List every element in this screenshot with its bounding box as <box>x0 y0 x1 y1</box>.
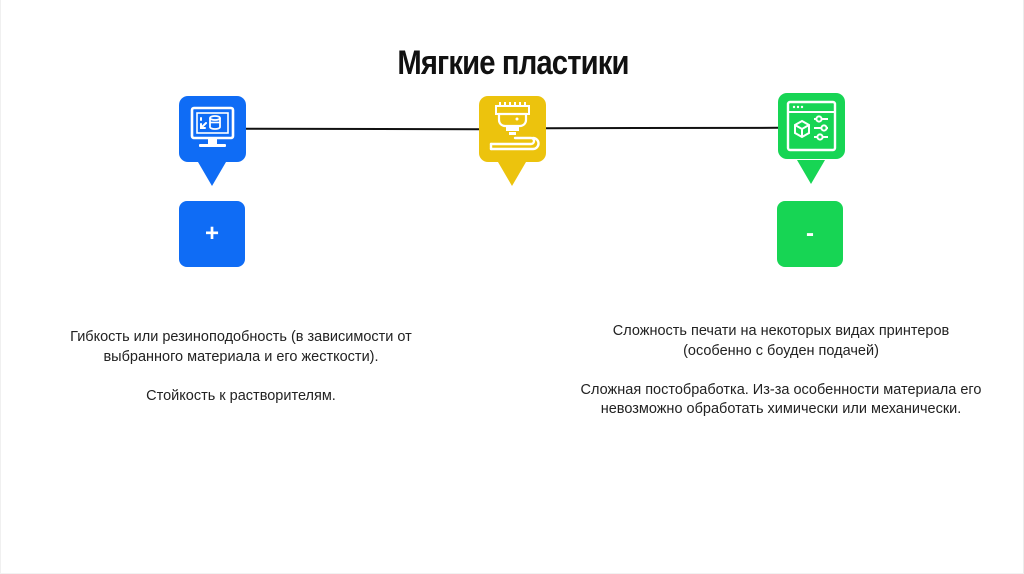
3d-printer-nozzle-pin <box>479 96 546 162</box>
slide-title: Мягкие пластики <box>397 44 629 82</box>
pros-badge: + <box>179 201 245 267</box>
pin-pointer <box>198 162 226 186</box>
monitor-analytics-pin <box>179 96 246 162</box>
3d-software-settings-icon <box>786 100 837 152</box>
pros-paragraph: Гибкость или резиноподобность (в зависим… <box>70 329 412 365</box>
timeline-line <box>245 127 481 131</box>
cons-paragraph: Сложная постобработка. Из-за особенности… <box>580 381 982 418</box>
3d-software-settings-pin <box>778 93 845 159</box>
cons-paragraph: Сложность печати на некоторых видах прин… <box>612 323 950 359</box>
cons-text: Сложность печати на некоторых видах прин… <box>563 322 999 420</box>
pros-paragraph: Стойкость к растворителям. <box>146 387 336 404</box>
pin-pointer <box>797 160 825 184</box>
3d-printer-nozzle-icon <box>489 102 540 151</box>
plus-icon: + <box>204 220 219 247</box>
cons-badge: - <box>777 201 843 267</box>
pros-text: Гибкость или резиноподобность (в зависим… <box>31 328 451 406</box>
pin-pointer <box>498 162 526 186</box>
monitor-analytics-icon <box>190 106 235 147</box>
minus-icon: - <box>806 220 814 247</box>
timeline-line <box>545 126 780 130</box>
